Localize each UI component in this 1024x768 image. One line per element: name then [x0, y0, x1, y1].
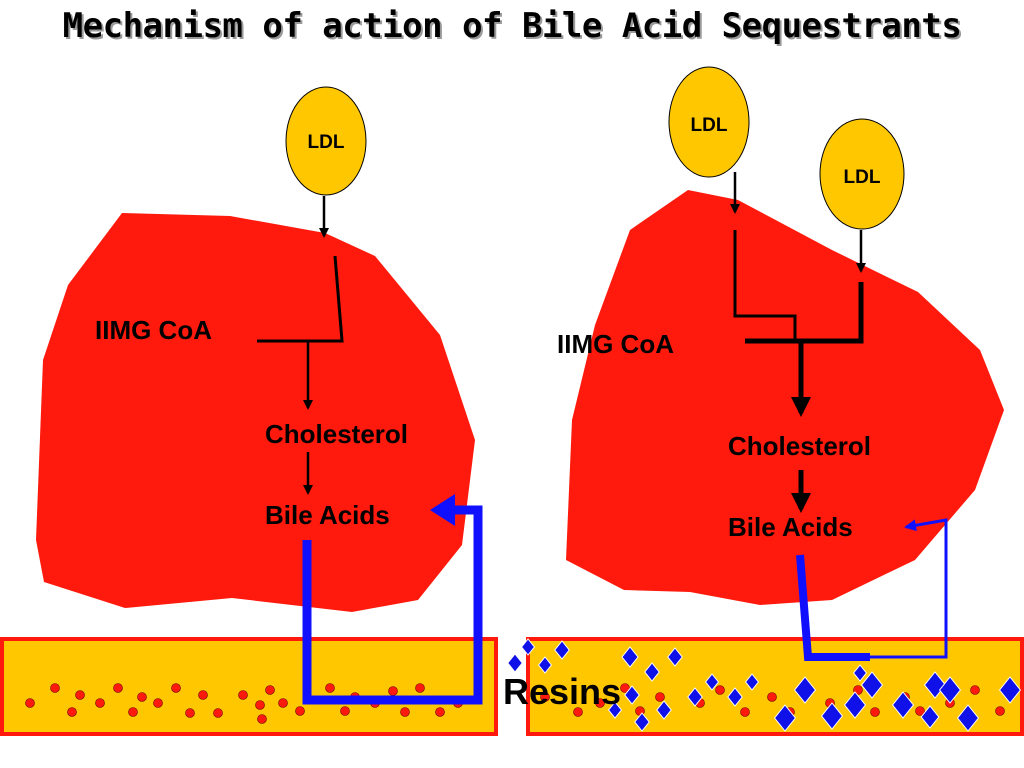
bile-acid-dot-icon — [113, 683, 123, 693]
bile-acid-dot-icon — [415, 683, 425, 693]
bile-acid-dot-icon — [171, 683, 181, 693]
ldl-particle-right-1 — [668, 66, 750, 178]
cholesterol-label-right: Cholesterol — [728, 431, 871, 461]
bile-acid-dot-icon — [595, 698, 605, 708]
bile-acid-dot-icon — [75, 690, 85, 700]
bile-acid-dot-icon — [715, 685, 725, 695]
bile-acid-dot-icon — [655, 692, 665, 702]
resin-diamonds — [507, 638, 1022, 732]
resin-diamond-icon — [537, 656, 553, 674]
recycle-arrow-icon — [302, 505, 483, 705]
bile-acid-dot-icon — [540, 692, 550, 702]
bile-acid-dot-icon — [435, 707, 445, 717]
bile-acid-dot-icon — [153, 698, 163, 708]
bile-acid-dot-icon — [257, 714, 267, 724]
hmg-coa-label-left: IIMG CoA — [95, 315, 212, 345]
resin-diamond-icon — [860, 671, 884, 699]
bile-acid-dot-icon — [255, 700, 265, 710]
resin-diamond-icon — [704, 673, 720, 691]
ldl-particle-left — [285, 86, 367, 196]
bile-acid-dot-icon — [67, 707, 77, 717]
resin-diamond-icon — [938, 676, 962, 704]
resin-diamond-icon — [667, 647, 683, 667]
bile-acid-dot-icon — [185, 708, 195, 718]
bile-acid-dot-icon — [128, 707, 138, 717]
resin-diamond-icon — [793, 676, 817, 704]
bile-acid-dot-icon — [970, 685, 980, 695]
recycle-arrow-icon — [796, 554, 870, 661]
bile-acid-dot-icon — [238, 690, 248, 700]
bile-acids-label-left: Bile Acids — [265, 500, 390, 530]
recycle-arrow-icon — [870, 518, 948, 659]
resin-diamond-icon — [520, 638, 536, 656]
bile-acid-dot-icon — [995, 706, 1005, 716]
ldl-label-left: LDL — [308, 132, 345, 153]
resin-diamond-icon — [920, 705, 940, 729]
pathway-line-right-b — [745, 282, 864, 344]
bile-acid-dot-icon — [740, 707, 750, 717]
bile-acid-dot-icon — [325, 683, 335, 693]
resin-diamond-icon — [634, 712, 650, 732]
resin-diamond-icon — [621, 646, 639, 668]
resin-diamond-icon — [891, 691, 915, 719]
slide-title: Mechanism of action of Bile Acid Sequest… — [62, 6, 962, 46]
resin-diamond-icon — [507, 653, 523, 673]
pathway-line-right-a — [733, 230, 797, 340]
bile-acid-dot-icon — [198, 690, 208, 700]
ldl-label-right-1: LDL — [691, 115, 728, 136]
bile-acid-dot-icon — [340, 706, 350, 716]
bile-acid-dot-icon — [50, 683, 60, 693]
bile-acid-dot-icon — [278, 698, 288, 708]
resin-diamond-icon — [956, 704, 980, 732]
bile-acid-dot-icon — [25, 698, 35, 708]
resin-diamond-icon — [727, 687, 743, 707]
resin-diamond-icon — [998, 676, 1022, 704]
resin-diamond-icon — [773, 704, 797, 732]
liver-right — [566, 190, 1004, 605]
resin-diamond-icon — [554, 640, 570, 660]
resin-diamond-icon — [644, 662, 660, 682]
recycle-arrow-head-left — [430, 494, 455, 526]
bile-acid-dot-icon — [95, 698, 105, 708]
bile-acid-dot-icon — [400, 707, 410, 717]
ldl-particle-right-2 — [819, 118, 905, 230]
liver-left — [36, 213, 475, 612]
bile-acid-dot-icon — [870, 707, 880, 717]
resin-diamond-icon — [607, 701, 623, 719]
resin-diamond-icon — [843, 691, 867, 719]
bile-acid-dot-icon — [295, 706, 305, 716]
bile-acid-dot-icon — [573, 707, 583, 717]
bile-acids-label-right: Bile Acids — [728, 512, 853, 542]
resin-diamond-icon — [624, 685, 640, 705]
bile-acid-dot-icon — [137, 692, 147, 702]
bile-acid-dot-icon — [767, 692, 777, 702]
resins-label: Resins — [503, 671, 621, 712]
resin-diamond-icon — [744, 673, 760, 691]
bile-acid-dot-icon — [213, 708, 223, 718]
resin-diamond-icon — [656, 700, 672, 720]
bile-acid-dot-icon — [620, 683, 630, 693]
resin-diamond-icon — [852, 664, 868, 682]
bile-acid-dot-icon — [388, 686, 398, 696]
hmg-coa-label-right: IIMG CoA — [557, 329, 674, 359]
ldl-label-right-2: LDL — [844, 167, 881, 188]
intestine-left — [0, 637, 498, 736]
resin-diamond-icon — [687, 687, 703, 707]
resin-diamond-icon — [820, 702, 844, 730]
bile-acid-dot-icon — [915, 706, 925, 716]
pathway-line-left — [257, 255, 344, 343]
cholesterol-label-left: Cholesterol — [265, 419, 408, 449]
bile-acid-dot-icon — [265, 685, 275, 695]
